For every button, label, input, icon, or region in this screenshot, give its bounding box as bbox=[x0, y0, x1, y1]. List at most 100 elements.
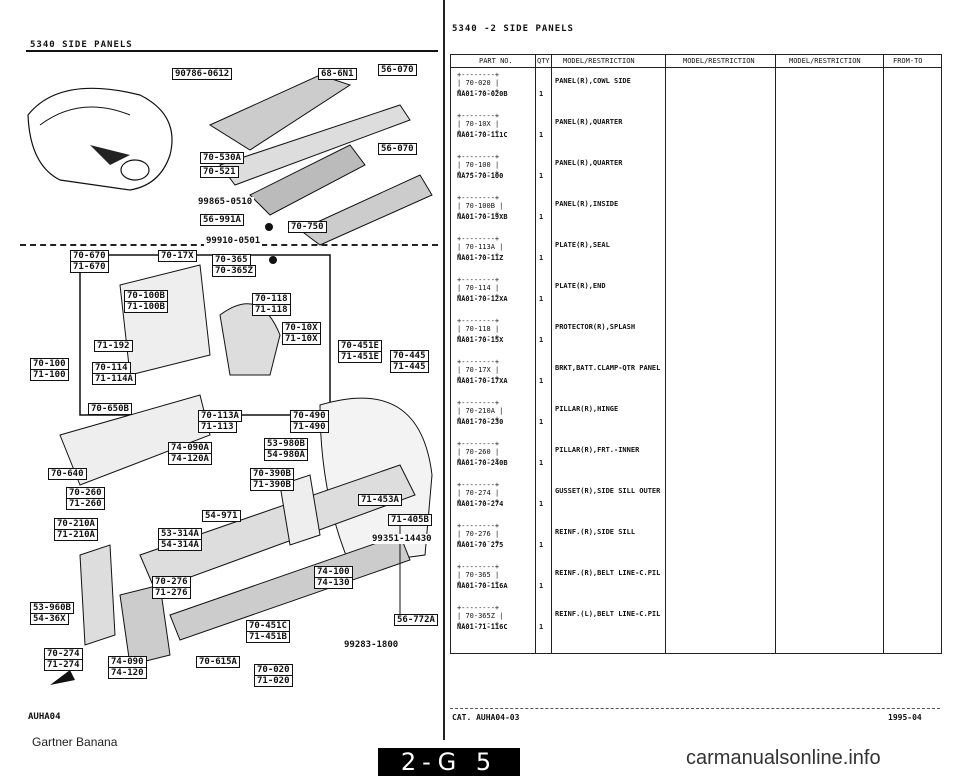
table-header: PART NO. QTY MODEL/RESTRICTION MODEL/RES… bbox=[451, 55, 941, 68]
callout-label: 71-451B bbox=[246, 631, 290, 643]
callout-label: 74-120A bbox=[168, 453, 212, 465]
part-description: PLATE(R),END bbox=[555, 282, 606, 290]
callout-label: 56-070 bbox=[378, 64, 417, 76]
callout-label: 71-210A bbox=[54, 529, 98, 541]
part-number: NA01-70-230 bbox=[457, 418, 504, 426]
part-description: BRKT,BATT.CLAMP-QTR PANEL bbox=[555, 364, 661, 372]
table-row: +--------+| 70-365 |+--------+NA01-70-11… bbox=[451, 561, 941, 602]
callout-label: 71-405B bbox=[388, 514, 432, 526]
callout-label: 70-521 bbox=[200, 166, 239, 178]
quantity: 1 bbox=[539, 582, 544, 590]
callout-label: 54-980A bbox=[264, 449, 308, 461]
part-number: NA01-70-15X bbox=[457, 336, 504, 344]
part-number: NA01-70-12XA bbox=[457, 295, 508, 303]
table-row: +--------+| 70-10X |+--------+NA01-70-11… bbox=[451, 110, 941, 151]
callout-label: 71-113 bbox=[198, 421, 237, 433]
part-description: REINF.(L),BELT LINE-C.PIL bbox=[555, 610, 661, 618]
callout-label: 68-6N1 bbox=[318, 68, 357, 80]
ref-box: +--------+| 70-365Z |+--------+ bbox=[457, 604, 504, 628]
part-number: NA01-70-116A bbox=[457, 582, 508, 590]
right-page-header: 5340 -2 SIDE PANELS bbox=[452, 24, 574, 34]
ref-box-value: 70-365 bbox=[465, 571, 491, 579]
callout-label: 71-490 bbox=[290, 421, 329, 433]
callout-label: 54-314A bbox=[158, 539, 202, 551]
part-number: NA75-70-100 bbox=[457, 172, 504, 180]
quantity: 1 bbox=[539, 254, 544, 262]
part-description: GUSSET(R),SIDE SILL OUTER bbox=[555, 487, 661, 495]
callout-label: 71-445 bbox=[390, 361, 429, 373]
callout-label: 99351-14430 bbox=[370, 534, 434, 544]
owner-text: Gartner Banana bbox=[32, 735, 118, 749]
col-restriction-1: MODEL/RESTRICTION bbox=[563, 57, 635, 65]
column-rule bbox=[775, 55, 776, 653]
quantity: 1 bbox=[539, 500, 544, 508]
part-description: PANEL(R),COWL SIDE bbox=[555, 77, 631, 85]
callout-label: 56-991A bbox=[200, 214, 244, 226]
callout-label: 99865-0510 bbox=[196, 197, 255, 207]
table-row: +--------+| 70-113A |+--------+NA01-70-1… bbox=[451, 233, 941, 274]
part-number: NA01-70 275 bbox=[457, 541, 504, 549]
catalog-label: CAT. AUHA04-03 bbox=[452, 713, 520, 722]
part-number: NA01-70-020B bbox=[457, 90, 508, 98]
callout-label: 99283-1800 bbox=[342, 640, 401, 650]
ref-box-value: 70-118 bbox=[465, 325, 491, 333]
callout-label: 71-670 bbox=[70, 261, 109, 273]
callout-label: 70-640 bbox=[48, 468, 87, 480]
ref-box: +--------+| 70-113A |+--------+ bbox=[457, 235, 504, 259]
header-rule bbox=[26, 50, 438, 52]
ref-box-value: 70-114 bbox=[465, 284, 491, 292]
ref-box: +--------+| 70-100 |+--------+ bbox=[457, 153, 500, 177]
ref-box-value: 70-17X bbox=[465, 366, 491, 374]
ref-box-value: 70-020 bbox=[465, 79, 491, 87]
callout-label: 74-120 bbox=[108, 667, 147, 679]
callout-label: 71-100 bbox=[30, 369, 69, 381]
col-restriction-3: MODEL/RESTRICTION bbox=[789, 57, 861, 65]
part-description: PILLAR(R),HINGE bbox=[555, 405, 619, 413]
callout-label: 70-113A bbox=[198, 410, 242, 422]
callout-label: 71-390B bbox=[250, 479, 294, 491]
ref-box-value: 70-276 bbox=[465, 530, 491, 538]
callout-label: 71-260 bbox=[66, 498, 105, 510]
ref-box-value: 70-274 bbox=[465, 489, 491, 497]
ref-box-value: 70-260 bbox=[465, 448, 491, 456]
left-page-header: 5340 SIDE PANELS bbox=[30, 40, 133, 50]
callout-label: 71-276 bbox=[152, 587, 191, 599]
table-row: +--------+| 70-274 |+--------+NA01-70-27… bbox=[451, 479, 941, 520]
callout-label: 70-17X bbox=[158, 250, 197, 262]
part-number: NA01-71-116C bbox=[457, 623, 508, 631]
column-rule bbox=[665, 55, 666, 653]
ref-box: +--------+| 70-276 |+--------+ bbox=[457, 522, 500, 546]
callout-label: 99910-0501 bbox=[204, 236, 263, 246]
col-qty: QTY bbox=[537, 57, 550, 65]
table-row: +--------+| 70-100B |+--------+NA01-70-1… bbox=[451, 192, 941, 233]
callout-label: 70-100 bbox=[30, 358, 69, 370]
part-number: NA01-70-19XB bbox=[457, 213, 508, 221]
callout-label: 71-020 bbox=[254, 675, 293, 687]
callout-label: 90786-0612 bbox=[172, 68, 233, 80]
ref-box: +--------+| 70-210A |+--------+ bbox=[457, 399, 504, 423]
parts-table: PART NO. QTY MODEL/RESTRICTION MODEL/RES… bbox=[450, 54, 942, 654]
ref-box-value: 70-365Z bbox=[465, 612, 495, 620]
part-number: NA01-70-240B bbox=[457, 459, 508, 467]
quantity: 1 bbox=[539, 541, 544, 549]
callout-label: 71-118 bbox=[252, 304, 291, 316]
ref-box: +--------+| 70-17X |+--------+ bbox=[457, 358, 500, 382]
part-number: NA01-70-17XA bbox=[457, 377, 508, 385]
quantity: 1 bbox=[539, 377, 544, 385]
ref-box: +--------+| 70-274 |+--------+ bbox=[457, 481, 500, 505]
quantity: 1 bbox=[539, 131, 544, 139]
part-description: PILLAR(R),FRT.-INNER bbox=[555, 446, 640, 454]
callout-label: 71-100B bbox=[124, 301, 168, 313]
footer-rule bbox=[450, 708, 940, 709]
ref-box-value: 70-113A bbox=[465, 243, 495, 251]
ref-box: +--------+| 70-365 |+--------+ bbox=[457, 563, 500, 587]
table-row: +--------+| 70-210A |+--------+NA01-70-2… bbox=[451, 397, 941, 438]
part-description: PLATE(R),SEAL bbox=[555, 241, 610, 249]
quantity: 1 bbox=[539, 418, 544, 426]
part-description: PANEL(R),INSIDE bbox=[555, 200, 619, 208]
callout-label: 71-274 bbox=[44, 659, 83, 671]
table-row: +--------+| 70-365Z |+--------+NA01-71-1… bbox=[451, 602, 941, 643]
table-row: +--------+| 70-020 |+--------+NA01-70-02… bbox=[451, 69, 941, 110]
part-description: REINF.(R),BELT LINE-C.PIL bbox=[555, 569, 661, 577]
callout-label: 70-490 bbox=[290, 410, 329, 422]
